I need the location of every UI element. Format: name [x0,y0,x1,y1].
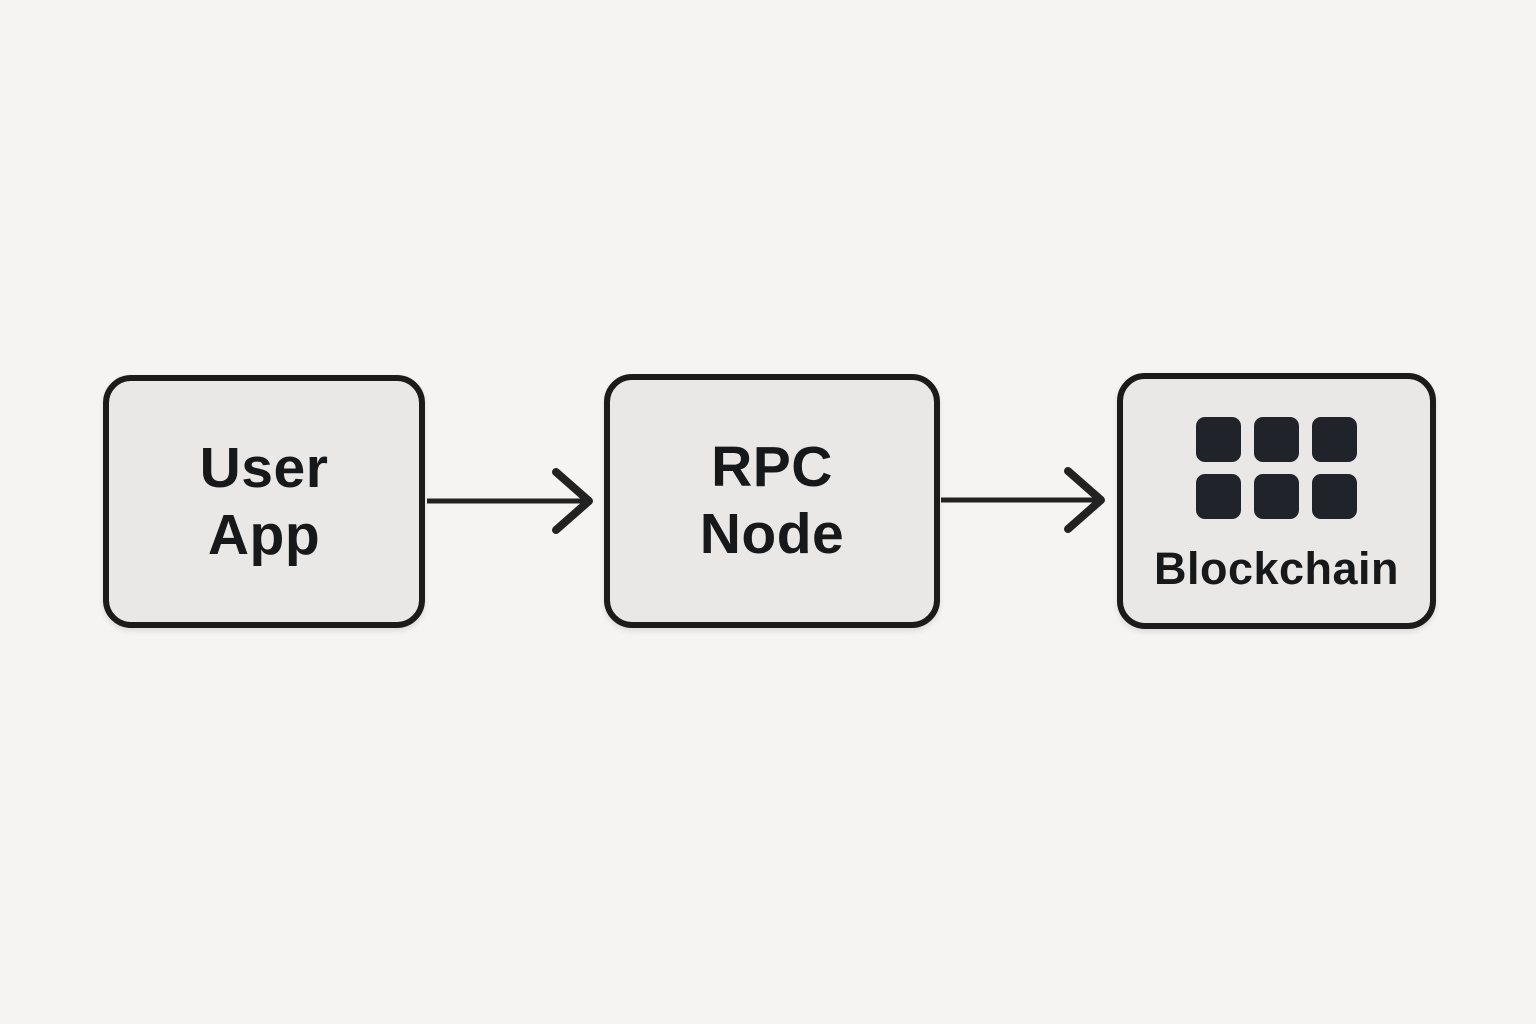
node-rpc-node-label: RPC Node [699,435,845,566]
grid-cell [1312,417,1357,462]
node-blockchain: Blockchain [1117,373,1436,629]
node-rpc-node: RPC Node [604,374,940,628]
grid-cell [1196,474,1241,519]
arrow-user-app-to-rpc-node [427,468,593,534]
node-user-app: User App [103,375,425,628]
grid-cell [1254,417,1299,462]
blockchain-grid-icon [1196,417,1357,519]
arrow-rpc-node-to-blockchain [941,467,1105,533]
grid-cell [1254,474,1299,519]
grid-cell [1196,417,1241,462]
node-blockchain-label: Blockchain [1153,543,1400,594]
grid-cell [1312,474,1357,519]
node-user-app-label: User App [199,435,329,567]
